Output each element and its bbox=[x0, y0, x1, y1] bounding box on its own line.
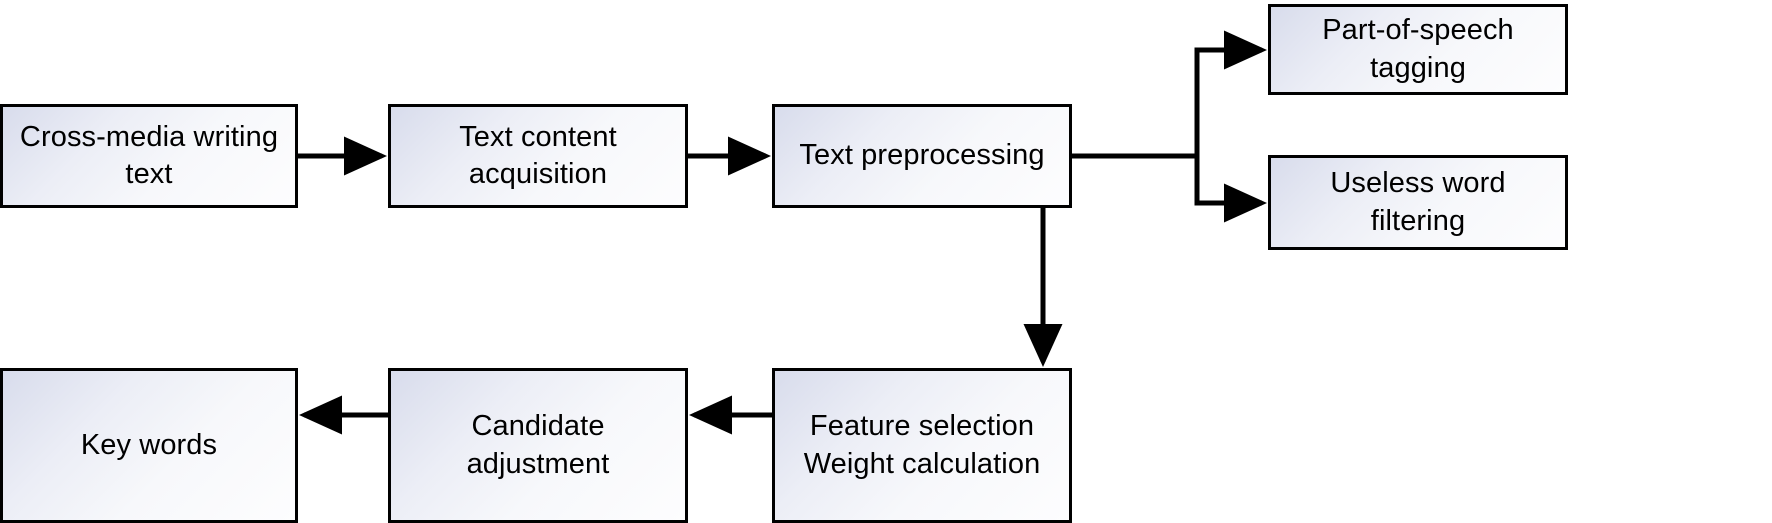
node-key-words[interactable]: Key words bbox=[0, 368, 298, 523]
node-text-preprocessing[interactable]: Text preprocessing bbox=[772, 104, 1072, 208]
node-part-of-speech-tagging[interactable]: Part-of-speech tagging bbox=[1268, 4, 1568, 95]
node-feature-selection-weight-calculation[interactable]: Feature selection Weight calculation bbox=[772, 368, 1072, 523]
node-candidate-adjustment[interactable]: Candidate adjustment bbox=[388, 368, 688, 523]
node-useless-word-filtering[interactable]: Useless word filtering bbox=[1268, 155, 1568, 250]
node-cross-media-writing-text[interactable]: Cross-media writing text bbox=[0, 104, 298, 208]
edge-preprocessing-to-pos-tagging bbox=[1072, 30, 1268, 159]
node-text-content-acquisition[interactable]: Text content acquisition bbox=[388, 104, 688, 208]
edge-preprocessing-to-useless-word-filtering bbox=[1194, 156, 1268, 223]
